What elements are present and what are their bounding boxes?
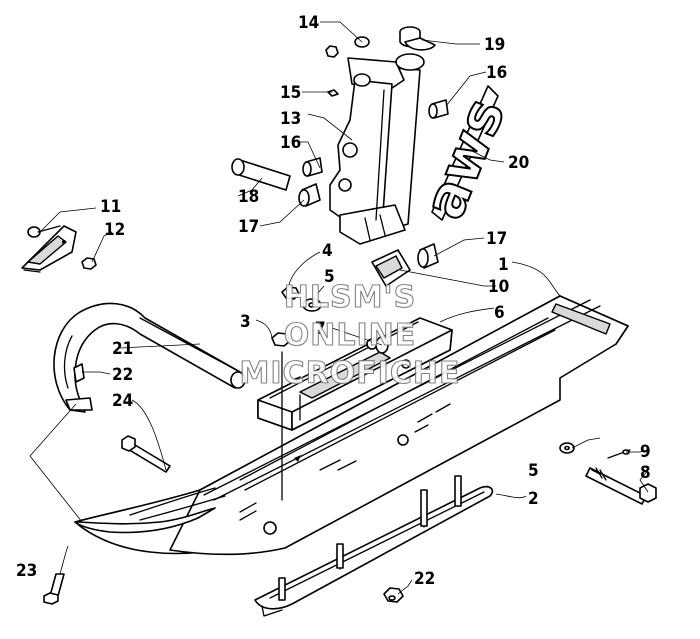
ski-body bbox=[74, 295, 629, 556]
callout-2: 2 bbox=[528, 489, 539, 509]
nut-12 bbox=[81, 257, 97, 270]
bolt-8 bbox=[585, 467, 657, 505]
callout-11: 11 bbox=[100, 197, 121, 217]
callout-21: 21 bbox=[112, 339, 133, 359]
callout-8: 8 bbox=[640, 463, 651, 483]
ski-saddle bbox=[257, 317, 453, 501]
callout-1: 1 bbox=[498, 255, 509, 275]
callout-17b: 17 bbox=[486, 229, 507, 249]
washer-5b bbox=[559, 442, 575, 454]
callout-10: 10 bbox=[488, 277, 509, 297]
ski-loop-handle bbox=[53, 302, 246, 413]
callout-5b: 5 bbox=[528, 461, 539, 481]
callout-7: 7 bbox=[315, 319, 326, 339]
callout-22b: 22 bbox=[414, 569, 435, 589]
callout-20: 20 bbox=[508, 153, 529, 173]
bushing-16b bbox=[302, 157, 323, 177]
bushing-17b bbox=[417, 243, 439, 269]
bolt-23 bbox=[43, 573, 65, 605]
clip-bracket bbox=[21, 225, 77, 273]
callout-16a: 16 bbox=[486, 63, 507, 83]
washer-5a bbox=[302, 298, 322, 312]
callout-22a: 22 bbox=[112, 365, 133, 385]
bolt-24 bbox=[121, 435, 171, 473]
callout-13: 13 bbox=[280, 109, 301, 129]
leader-lines bbox=[29, 21, 649, 595]
callout-4: 4 bbox=[322, 241, 333, 261]
callout-labels: 1 2 3 4 5 5 6 7 8 9 10 11 12 13 14 15 16… bbox=[16, 13, 651, 589]
callout-3: 3 bbox=[240, 312, 251, 332]
decal-text: aws bbox=[412, 90, 518, 228]
watermark-line-1: HLSM'S bbox=[284, 280, 416, 315]
nut-3 bbox=[271, 332, 291, 347]
callout-12: 12 bbox=[104, 220, 125, 240]
callout-24: 24 bbox=[112, 391, 133, 411]
bushing-16a bbox=[428, 99, 449, 119]
bumper-10 bbox=[371, 249, 411, 287]
top-handle-19 bbox=[399, 26, 436, 51]
callout-16b: 16 bbox=[280, 133, 301, 153]
callout-19: 19 bbox=[484, 35, 505, 55]
aws-decal: aws bbox=[411, 85, 519, 229]
washer-14 bbox=[325, 36, 370, 58]
wear-bar bbox=[254, 475, 494, 617]
retainer-upper bbox=[73, 363, 85, 383]
callout-9: 9 bbox=[640, 442, 651, 462]
callout-5a: 5 bbox=[324, 267, 335, 287]
spindle bbox=[329, 53, 425, 245]
callout-17a: 17 bbox=[238, 217, 259, 237]
watermark: HLSM'S ONLINE MICROFICHE bbox=[239, 279, 461, 391]
callout-18: 18 bbox=[238, 187, 259, 207]
grease-fitting-15 bbox=[327, 89, 339, 97]
cotter-pin-9 bbox=[607, 449, 631, 459]
watermark-line-2: ONLINE bbox=[284, 318, 417, 353]
callout-23: 23 bbox=[16, 561, 37, 581]
pin-18 bbox=[231, 158, 291, 191]
nut-22-lower bbox=[383, 587, 404, 603]
watermark-line-3: MICROFICHE bbox=[240, 356, 461, 391]
callout-6: 6 bbox=[494, 303, 505, 323]
bushing-17a bbox=[298, 183, 321, 207]
callout-14: 14 bbox=[298, 13, 319, 33]
callout-15: 15 bbox=[280, 83, 301, 103]
